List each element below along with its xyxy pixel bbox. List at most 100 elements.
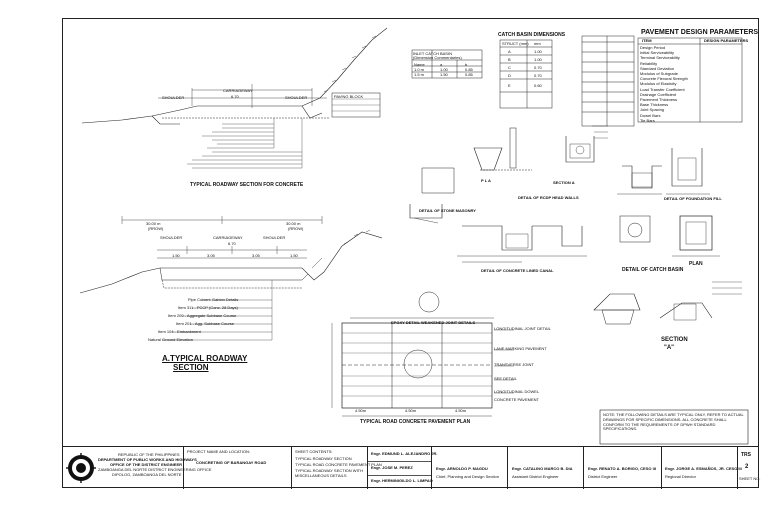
note-box-frame [599, 409, 749, 445]
pavement-param-row: Load Transfer Coefficient [640, 86, 685, 92]
a-layer-6: Natural Ground Elevation [148, 337, 193, 342]
prepared-2: Engr. JOSE M. PEREZ [371, 465, 413, 470]
inlet-header-1: a [440, 62, 443, 67]
reviewed-name: Engr. CATALINO MARCO B. DIA [512, 466, 573, 471]
pavement-param-row: Terminal Serviceability [640, 55, 680, 61]
prepared-1: Engr. EDMUND L. ALEJANDRO JR. [371, 451, 438, 456]
cb-cell-1-1: 1.00 [534, 57, 542, 62]
sheet-number: 2 [745, 464, 749, 470]
divider [368, 475, 431, 476]
a-dim-center: 6.70 [228, 241, 236, 246]
width-right-label: 30.00 m [286, 221, 301, 226]
width-right-sub: (RROW) [288, 226, 304, 231]
plan-dim-3: 4.50m [455, 408, 467, 413]
cb-cell-0-1: 1.00 [534, 49, 542, 54]
pavement-param-row: Concrete Flexural Strength [640, 76, 688, 82]
prepared-3: Engr. HERMINIGILDO L. LIMPAO [371, 478, 433, 483]
checked-name: Engr. ARNOLDO P. MAGDU [436, 466, 488, 471]
a-dim-2: 3.05 [207, 253, 215, 258]
sheet-contents-2: TYPICAL ROAD CONCRETE PAVEMENT PLAN [295, 462, 382, 467]
pavement-header-1: DESIGN PARAMETERS [704, 38, 749, 43]
drawing-linework [79, 27, 749, 445]
pavement-param-row: Modulus of Elasticity [640, 81, 677, 87]
divider [368, 461, 431, 462]
reviewed-role: Assistant District Engineer [512, 474, 559, 479]
a-layer-5: Item 104 - Embankment [158, 329, 201, 334]
roadway-section-concrete [81, 27, 388, 169]
a-shoulder-right: SHOULDER [263, 235, 286, 240]
approved-cell: Engr. JORGE A. ESMAÑOS, JR. CESO III Reg… [662, 447, 742, 489]
pavement-param-row: Reliability [640, 60, 658, 66]
inlet-cell-1-1: 1.50 [440, 72, 448, 77]
inlet-cell-0-2: 0.85 [465, 67, 473, 72]
a-layer-1: Pipe Culvert: Gabion Details [188, 297, 239, 302]
catch-basin-table-grid [499, 39, 553, 109]
agency-line-2: DEPARTMENT OF PUBLIC WORKS AND HIGHWAYS [98, 457, 197, 462]
catch-basin-detail [619, 215, 720, 257]
dpwh-seal-icon [66, 453, 96, 483]
plan-a-label: P L A [481, 178, 491, 183]
sheet-contents-1: TYPICAL ROADWAY SECTION [295, 456, 352, 461]
a-dim-4: 1.50 [290, 253, 298, 258]
cb-cell-0-0: A [508, 49, 511, 54]
a-layer-3: Item 200 - Aggregate Subbase Course [168, 313, 237, 318]
agency-line-5: DIPOLOG, ZAMBOANGA DEL NORTE [112, 472, 182, 477]
section-a-detail [593, 281, 742, 325]
section-a-letter: "A" [664, 345, 675, 351]
plan-note-5: LONGITUDINAL DOWEL [494, 389, 540, 394]
a-dim-3: 3.05 [252, 253, 260, 258]
width-left-label: 30.00 m [146, 221, 161, 226]
sheet-contents-cell: SHEET CONTENTS: TYPICAL ROADWAY SECTION … [292, 447, 382, 489]
checked-cell: Engr. ARNOLDO P. MAGDU Chief, Planning a… [432, 447, 508, 489]
pavement-plan [331, 291, 514, 417]
project-label: PROJECT NAME AND LOCATION: [187, 449, 250, 454]
inlet-table-subtitle: (Dimension Commentaries) [413, 55, 462, 60]
dim-center-top: 6.70 [231, 94, 239, 99]
note-box-text: NOTE: THE FOLLOWING DETAILS ARE TYPICAL … [603, 412, 744, 432]
pavement-param-row: Initial Serviceability [640, 50, 675, 56]
detail-rcdp-title: DETAIL OF RCDP HEAD WALLS [518, 195, 579, 200]
reviewed-cell: Engr. CATALINO MARCO B. DIA Assistant Di… [508, 447, 584, 489]
a-layer-4: Item 201 - Agg. Subbase Course [176, 321, 235, 326]
detail-stone-masonry-title: DETAIL OF STONE MASONRY [419, 208, 476, 213]
inlet-cell-0-1: 1.00 [440, 67, 448, 72]
sheet-number-cell: TRS 2 SHEET NO. [738, 447, 761, 489]
recommended-role: District Engineer [588, 474, 618, 479]
cb-header-1: mm [534, 41, 541, 46]
checked-role: Chief, Planning and Design Section [436, 474, 499, 479]
pavement-param-row: Tie Bars [640, 117, 655, 123]
pavement-param-row: Base Thickness [640, 102, 669, 108]
typical-roadway-a-title-line1: A.TYPICAL ROADWAY [162, 354, 248, 363]
cb-cell-4-0: E [508, 83, 511, 88]
cb-cell-1-0: B [508, 57, 511, 62]
agency-line-3: OFFICE OF THE DISTRICT ENGINEER [110, 462, 183, 467]
cb-header-0: STRUCT (mm) [502, 41, 529, 46]
inlet-cell-0-0: 1.0 m [414, 67, 425, 72]
typical-roadway-concrete-title: TYPICAL ROADWAY SECTION FOR CONCRETE [190, 182, 304, 188]
plan-note-1: LONGITUDINAL JOINT DETAIL [494, 326, 551, 331]
shoulder-right-label: SHOULDER [285, 95, 308, 100]
cb-cell-3-1: 0.70 [534, 73, 542, 78]
agency-line-1: REPUBLIC OF THE PHILIPPINES [118, 452, 180, 457]
section-a-label: SECTION [661, 337, 688, 343]
inlet-table-grid [411, 49, 483, 79]
width-left-sub: (RROW) [148, 226, 164, 231]
plan-label: PLAN [689, 261, 703, 267]
a-layer-2: Item 311 - PCCP (Conc. 28 Days) [178, 305, 238, 310]
a-dim-1: 1.50 [172, 253, 180, 258]
inlet-header-2: b [465, 62, 468, 67]
inlet-table-title: INLET CATCH BASIN [413, 51, 452, 56]
shoulder-left-label: SHOULDER [162, 95, 185, 100]
pavement-plan-title: TYPICAL ROAD CONCRETE PAVEMENT PLAN [360, 419, 471, 425]
pavement-param-row: Standard Deviation [640, 65, 675, 71]
a-shoulder-left: SHOULDER [160, 235, 183, 240]
weakened-joint-title: EPOXY DETAIL WEAKENED JOINT DETAILS [391, 320, 476, 325]
paving-block-note: PAVING BLOCK [334, 94, 364, 99]
pavement-param-row: Drainage Coefficient [640, 91, 677, 97]
detail-foundation-title: DETAIL OF FOUNDATION FILL [664, 196, 722, 201]
carriageway-label: CARRIAGEWAY [223, 88, 253, 93]
sheet-code: TRS [741, 452, 751, 458]
typical-roadway-section-a [79, 216, 383, 341]
recommended-cell: Engr. RENATO A. BORIGO, CESO III Distric… [584, 447, 662, 489]
section-a-small-label: SECTION A [553, 180, 575, 185]
